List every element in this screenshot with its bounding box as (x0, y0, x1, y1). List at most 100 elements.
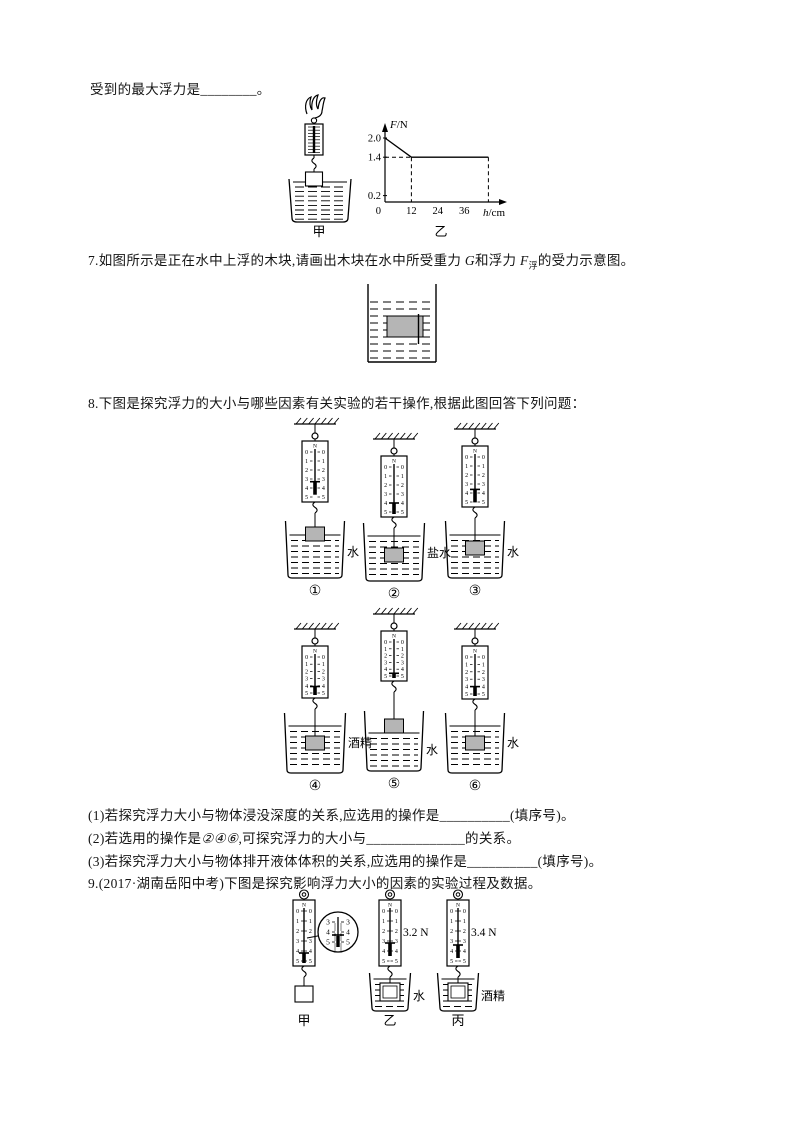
scale-hook-icon (312, 501, 318, 514)
scale-number: 2 (322, 468, 325, 474)
scale-number: 2 (322, 669, 325, 675)
scale-number: 3 (450, 939, 453, 945)
scale-number: 3 (309, 939, 312, 945)
scale-ring-icon (390, 622, 398, 630)
scale-ring-icon (311, 637, 319, 645)
scale-number: 5 (305, 495, 308, 501)
scale-number: 0 (482, 455, 485, 461)
scale-number: 0 (305, 450, 308, 456)
scale-number: 3 (322, 477, 325, 483)
scale-ring-icon (471, 637, 479, 645)
scale-ring-icon (298, 889, 310, 900)
scale-number: 2 (384, 483, 387, 489)
beaker (368, 972, 412, 1012)
scale-unit-label: N (473, 649, 477, 655)
hand-icon (305, 94, 326, 119)
q8-sub2: (2)若选用的操作是②④⑥,可探究浮力的大小与______________的关系… (88, 827, 520, 847)
beaker (283, 712, 347, 774)
scale-number: 4 (463, 949, 466, 955)
setup-number: ① (309, 584, 322, 599)
scale-number: 3 (322, 677, 325, 683)
scale-number: 1 (482, 464, 485, 470)
scale-number: 2 (482, 670, 485, 676)
scale-number: 1 (309, 919, 312, 925)
q7-text: 7.如图所示是正在水中上浮的木块,请画出木块在水中所受重力 G和浮力 F浮的受力… (88, 249, 634, 272)
scale-reading: 3.2 N (403, 927, 429, 939)
scale-hook-icon (301, 965, 307, 978)
scale-number: 4 (395, 949, 398, 955)
test-block (305, 526, 325, 542)
scale-unit-label: N (313, 444, 317, 450)
fig-label-yi: 乙 (434, 224, 447, 239)
scale-number: 4 (305, 684, 308, 690)
scale-number: 4 (482, 491, 485, 497)
scale-number: 1 (382, 919, 385, 925)
scale-number: 1 (401, 647, 404, 653)
scale-number: 3 (401, 660, 404, 666)
scale-number: 1 (482, 662, 485, 668)
setup-number: ⑥ (469, 779, 482, 794)
q8-sub2-c: ,可探究浮力的大小与______________的关系。 (238, 831, 521, 846)
test-block (305, 735, 325, 751)
setup-number: ⑤ (388, 777, 401, 792)
fig-label: 乙 (383, 1013, 396, 1028)
scale-number: 0 (384, 465, 387, 471)
scale-number: 0 (395, 909, 398, 915)
scale-number: 1 (322, 662, 325, 668)
test-block (304, 171, 324, 187)
scale-number: 5 (296, 959, 299, 965)
scale-number: 5 (309, 959, 312, 965)
magnifier-number: 5 (346, 938, 350, 947)
scale-number: 5 (384, 674, 387, 680)
beaker (363, 710, 425, 772)
beaker (288, 178, 352, 223)
scale-number: 1 (305, 459, 308, 465)
scale-number: 4 (482, 685, 485, 691)
scale-number: 0 (465, 655, 468, 661)
scale-number: 2 (309, 929, 312, 935)
scale-number: 5 (401, 510, 404, 516)
test-block (465, 540, 485, 556)
beaker (444, 520, 506, 579)
test-block (379, 982, 401, 1002)
setup-number: ③ (469, 584, 482, 599)
test-block (386, 315, 424, 338)
scale-number: 4 (401, 501, 404, 507)
scale-number: 4 (382, 949, 385, 955)
setup-number: ④ (309, 779, 322, 794)
liquid-label: 水 (426, 743, 438, 757)
graph-line (384, 137, 489, 158)
scale-number: 5 (401, 674, 404, 680)
test-block (384, 547, 404, 563)
scale-number: 4 (465, 491, 468, 497)
scale-number: 5 (465, 500, 468, 506)
test-block (447, 982, 469, 1002)
scale-number: 1 (465, 662, 468, 668)
scale-hook-icon (312, 697, 318, 710)
beaker (444, 712, 506, 774)
scale-number: 1 (384, 474, 387, 480)
q9-text: 9.(2017·湖南岳阳中考)下图是探究影响浮力大小的因素的实验过程及数据。 (88, 876, 542, 891)
scale-number: 0 (450, 909, 453, 915)
magnifier-number: 4 (346, 928, 350, 937)
scale-number: 0 (309, 909, 312, 915)
scale-reading: 3.4 N (471, 927, 497, 939)
scale-unit-label: N (473, 449, 477, 455)
scale-number: 2 (450, 929, 453, 935)
scale-unit-label: N (456, 903, 460, 909)
beaker (284, 520, 346, 579)
fig-q7-floating-block (358, 280, 448, 370)
y-tick-label: 1.4 (368, 153, 382, 164)
scale-number: 4 (384, 667, 387, 673)
x-tick-label: 12 (406, 206, 417, 217)
scale-ring-icon (384, 889, 396, 900)
beaker (362, 522, 426, 582)
scale-number: 4 (296, 949, 299, 955)
x-tick-label: 36 (459, 206, 470, 217)
scale-number: 3 (395, 939, 398, 945)
scale-number: 2 (395, 929, 398, 935)
